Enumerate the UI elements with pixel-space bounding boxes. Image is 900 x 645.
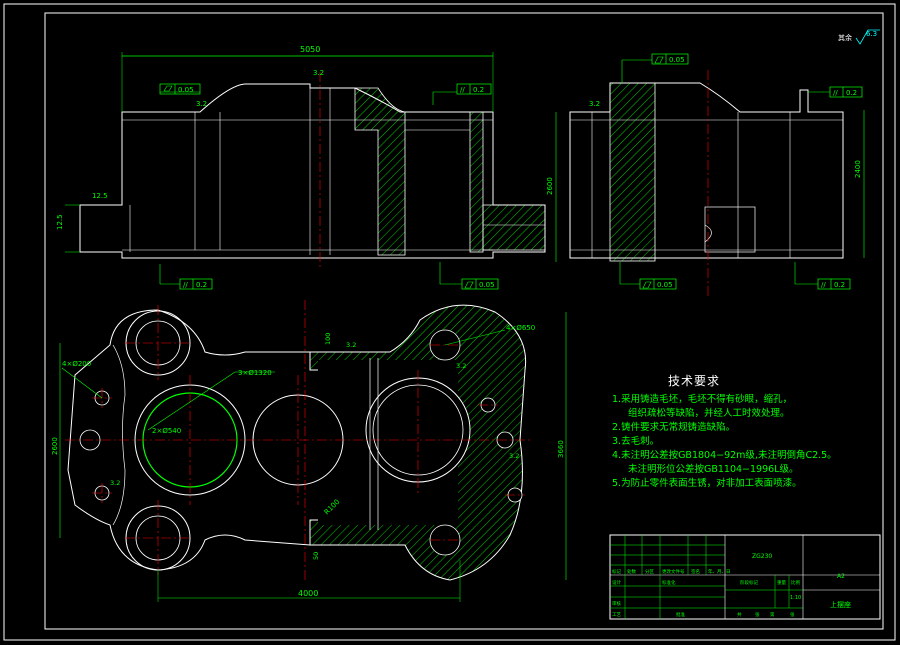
tb-cell: 比例	[791, 579, 800, 586]
tb-cell: 设计	[612, 579, 621, 586]
tb-material: ZG230	[752, 553, 772, 560]
tech-line: 5.为防止零件表面生锈，对非加工表面喷漆。	[612, 478, 802, 489]
tol-frame-par-4: // 0.2	[794, 262, 851, 290]
tol-frame-par-1: 0.2 //	[432, 83, 492, 105]
side-pocket	[704, 206, 756, 253]
tech-line: 2.铸件要求无常规铸造缺陷。	[612, 422, 736, 433]
front-outline	[79, 83, 546, 259]
plan-height-dim-2: 3660	[557, 440, 565, 458]
tb-cell: 分区	[645, 568, 654, 575]
plan-holes-c: 2×Ø540	[152, 427, 181, 435]
tb-cell: 重量	[777, 579, 786, 586]
svg-text://: //	[183, 281, 188, 289]
tb-cell: 共	[737, 611, 742, 618]
tech-line: 3.去毛刺。	[612, 436, 660, 447]
side-view: 2600 2400 3.2 0.05 // 0.2 0.05	[546, 53, 865, 296]
tb-cell: 批准	[676, 611, 685, 618]
roughness-label: 其余	[838, 33, 852, 42]
tech-title: 技术要求	[668, 374, 721, 388]
tb-cell: 阶段标记	[740, 579, 758, 586]
front-section-hatch-2	[469, 111, 484, 253]
tb-cell: 第	[770, 611, 775, 618]
front-section-hatch-3	[482, 204, 546, 251]
plan-holes-d: 4×Ø650	[506, 324, 535, 332]
svg-text://: //	[460, 86, 465, 94]
tol-frame-par-3: // 0.2	[808, 86, 863, 98]
plan-left-outline	[67, 309, 311, 571]
plan-view: 2×Ø540 3×Ø1320 4×Ø200 4×Ø650 100 50 R100…	[51, 300, 567, 602]
tb-cell: 1:10	[790, 595, 801, 601]
plan-small-dim: 50	[312, 552, 320, 560]
svg-text:0.05: 0.05	[669, 56, 685, 64]
plan-holes-a: 4×Ø200	[62, 360, 91, 368]
tb-cell: 张	[755, 611, 760, 618]
side-boss	[704, 224, 712, 243]
plan-r-dim: 3.2	[110, 479, 120, 487]
tol-frame-flat-2: 0.05	[439, 262, 499, 290]
plan-height-dim: 2600	[51, 437, 59, 455]
plan-holes-b: 3×Ø1320	[238, 369, 272, 377]
tb-cell: 张	[790, 611, 795, 618]
tb-cell: 审核	[612, 600, 621, 607]
front-r-dim: 3.2	[313, 69, 324, 77]
front-left-dim: 12.5	[92, 192, 108, 200]
plan-centerlines	[65, 300, 530, 580]
roughness-value: 6.3	[866, 30, 877, 38]
tb-cell: 更改文件号	[662, 568, 685, 575]
tech-line: 1.采用铸造毛坯，毛坯不得有砂眼，缩孔，	[612, 394, 793, 405]
plan-left-inner	[112, 344, 126, 526]
plan-r-dim: 3.2	[509, 452, 519, 460]
plan-r-dim: 3.2	[346, 341, 356, 349]
tol-frame-par-2: // 0.2	[159, 264, 213, 290]
tb-scale: A2	[837, 573, 845, 580]
svg-text:0.05: 0.05	[657, 281, 673, 289]
tb-cell: 工艺	[612, 612, 621, 618]
outer-border	[3, 3, 896, 641]
tech-line: 未注明形位公差按GB1104−1996L级。	[628, 464, 799, 475]
tol-frame-flat-4: 0.05	[619, 262, 677, 290]
plan-small-dim: 100	[324, 333, 332, 345]
tb-cell: 标准化	[662, 579, 676, 586]
plan-width-dim: 4000	[298, 589, 318, 598]
plan-leader	[147, 371, 236, 431]
svg-text:0.2: 0.2	[834, 281, 845, 289]
side-height-dim: 2600	[546, 177, 554, 195]
plan-leader	[61, 367, 103, 399]
side-outline	[569, 82, 844, 259]
svg-text:0.05: 0.05	[178, 86, 194, 94]
title-block: ZG230 A2 上摆座 标记 处数 分区 更改文件号 签名 年、月、日 设计 …	[609, 534, 881, 620]
tb-name: 上摆座	[830, 600, 851, 609]
plan-r-dim: 3.2	[456, 362, 466, 370]
front-r-dim: 3.2	[196, 100, 207, 108]
svg-text:0.05: 0.05	[479, 281, 495, 289]
svg-text:0.2: 0.2	[846, 89, 857, 97]
tech-line: 4.未注明公差按GB1804−92m级,未注明倒角C2.5。	[612, 450, 837, 461]
tb-cell: 签名	[691, 568, 700, 575]
tech-line: 组织疏松等缺陷，并经人工时效处理。	[628, 408, 790, 419]
tb-cell: 处数	[627, 568, 636, 575]
svg-text://: //	[821, 281, 826, 289]
front-len-dim: 5050	[300, 45, 320, 54]
tol-frame-flat-1: 0.05	[159, 83, 201, 95]
front-left-dim-2: 12.5	[56, 214, 64, 230]
svg-text:0.2: 0.2	[473, 86, 484, 94]
side-r-dim: 3.2	[589, 100, 600, 108]
side-section-hatch	[609, 82, 656, 262]
front-section-hatch	[354, 87, 406, 256]
plan-leader	[444, 329, 506, 346]
tb-cell: 年、月、日	[708, 568, 731, 575]
front-view: 5050 3.2 3.2 12.5 12.5 0.05 0.2 // /	[56, 45, 546, 290]
svg-text://: //	[833, 89, 838, 97]
roughness-symbol	[855, 29, 880, 45]
tb-cell: 标记	[612, 568, 621, 575]
svg-text:0.2: 0.2	[196, 281, 207, 289]
inner-border	[44, 12, 884, 630]
side-height-dim-2: 2400	[854, 160, 862, 178]
tol-frame-flat-3: 0.05	[621, 53, 689, 83]
tech-requirements: 1.采用铸造毛坯，毛坯不得有砂眼，缩孔， 组织疏松等缺陷，并经人工时效处理。 2…	[612, 393, 892, 491]
